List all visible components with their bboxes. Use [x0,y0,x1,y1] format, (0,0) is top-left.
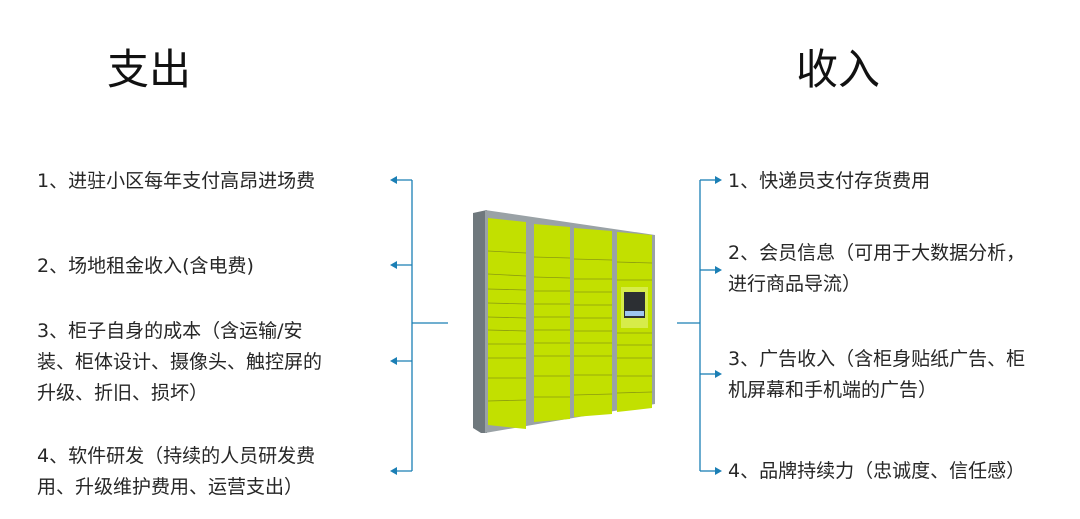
income-item-4: 4、品牌持续力（忠诚度、信任感） [728,460,1026,482]
expense-item-3: 3、柜子自身的成本（含运输/安 装、柜体设计、摄像头、触控屏的 升级、折旧、损坏… [37,320,323,404]
income-title: 收入 [796,45,881,94]
expense-item-2: 2、场地租金收入(含电费) [37,255,254,277]
arrow-left-icon [390,357,397,365]
income-arrowheads [715,176,722,475]
expense-title: 支出 [107,45,192,94]
income-item-3: 3、广告收入（含柜身贴纸广告、柜 机屏幕和手机端的广告） [728,348,1026,401]
expense-arrowheads [390,176,397,475]
expense-item-4: 4、软件研发（持续的人员研发费 用、升级维护费用、运营支出） [37,445,316,498]
arrow-right-icon [715,176,722,184]
locker-image [473,210,655,433]
arrow-right-icon [715,370,722,378]
arrow-right-icon [715,266,722,274]
income-item-2: 2、会员信息（可用于大数据分析， 进行商品导流） [728,242,1026,295]
expense-item-1: 1、进驻小区每年支付高昂进场费 [37,170,316,192]
arrow-left-icon [390,261,397,269]
income-item-1: 1、快递员支付存货费用 [728,170,931,192]
arrow-right-icon [715,467,722,475]
expense-bracket [395,179,448,472]
arrow-left-icon [390,467,397,475]
arrow-left-icon [390,176,397,184]
income-bracket [677,179,716,472]
